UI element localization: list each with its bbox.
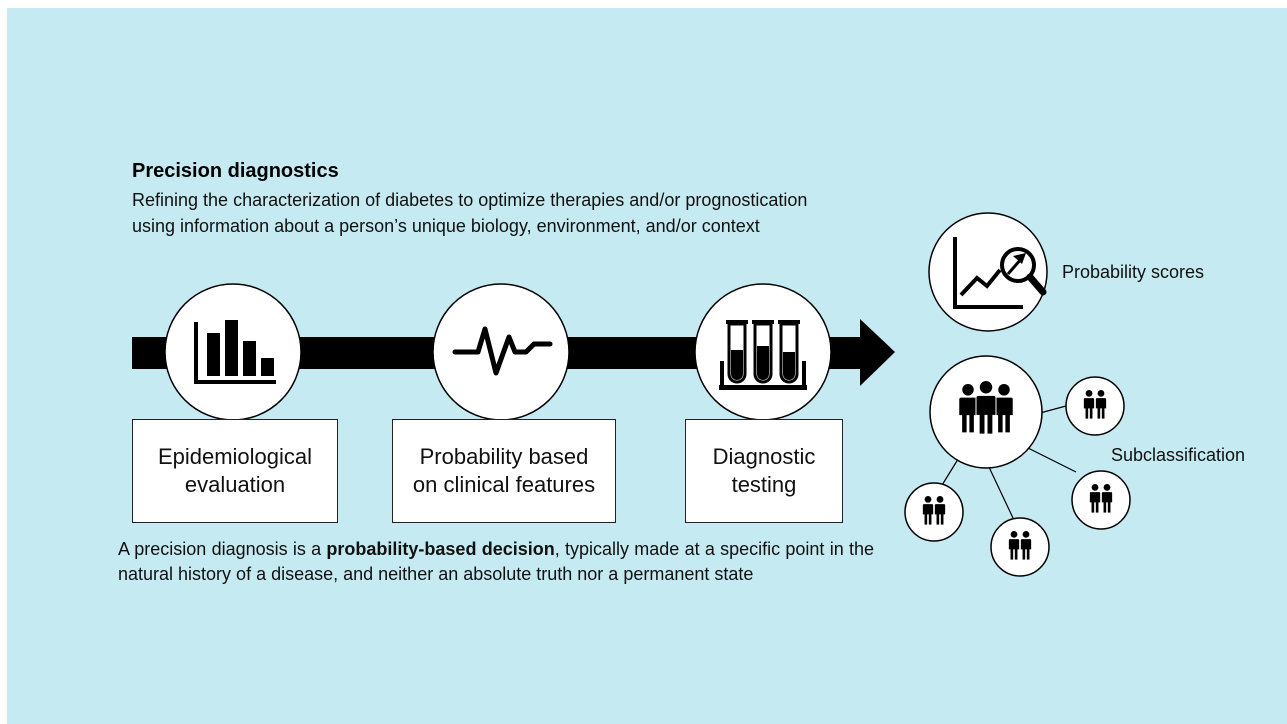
subgroup-circle-4: [904, 482, 964, 542]
step-clinical-circle: [432, 283, 570, 421]
caption-after: , typically made at a specific point in …: [118, 539, 874, 584]
subgroup-circle-3: [990, 517, 1050, 577]
caption-before: A precision diagnosis is a: [118, 539, 327, 559]
step-testing-circle: [694, 283, 832, 421]
page-subtitle: Refining the characterization of diabete…: [132, 190, 808, 236]
step-box-testing: Diagnostic testing: [685, 419, 843, 523]
people-pair-icon: [1083, 390, 1107, 420]
test-tubes-icon: [719, 320, 807, 390]
bar-chart-icon: [194, 320, 276, 384]
step-label-line1: Probability based: [419, 444, 589, 469]
step-epidemiological-circle: [164, 283, 302, 421]
subclassification-label: Subclassification: [1111, 445, 1246, 465]
people-pair-icon: [1008, 531, 1032, 561]
probability-scores-circle: [928, 212, 1048, 332]
trend-magnifier-icon: [953, 237, 1047, 309]
page-title: Precision diagnostics: [132, 160, 339, 182]
people-pair-icon: [922, 496, 946, 526]
step-label-line2: on clinical features: [412, 472, 596, 497]
probability-scores-label: Probability scores: [1062, 262, 1205, 282]
step-box-clinical: Probability based on clinical features: [392, 419, 616, 523]
step-label-line1: Epidemiological: [157, 444, 313, 469]
step-box-epidemiological: Epidemiological evaluation: [132, 419, 338, 523]
subgroup-circle-2: [1071, 470, 1131, 530]
caption-bold: probability-based decision: [326, 539, 555, 559]
subclassification-main-circle: [929, 355, 1043, 469]
people-pair-icon: [1089, 484, 1113, 514]
subgroup-circle-1: [1065, 376, 1125, 436]
step-label-line2: testing: [731, 472, 797, 497]
caption-text: A precision diagnosis is a probability-b…: [118, 537, 874, 587]
step-label-line2: evaluation: [184, 472, 286, 497]
step-label-line1: Diagnostic: [712, 444, 816, 469]
people-group-icon: [958, 381, 1014, 435]
pulse-waveform-icon: [452, 326, 553, 376]
